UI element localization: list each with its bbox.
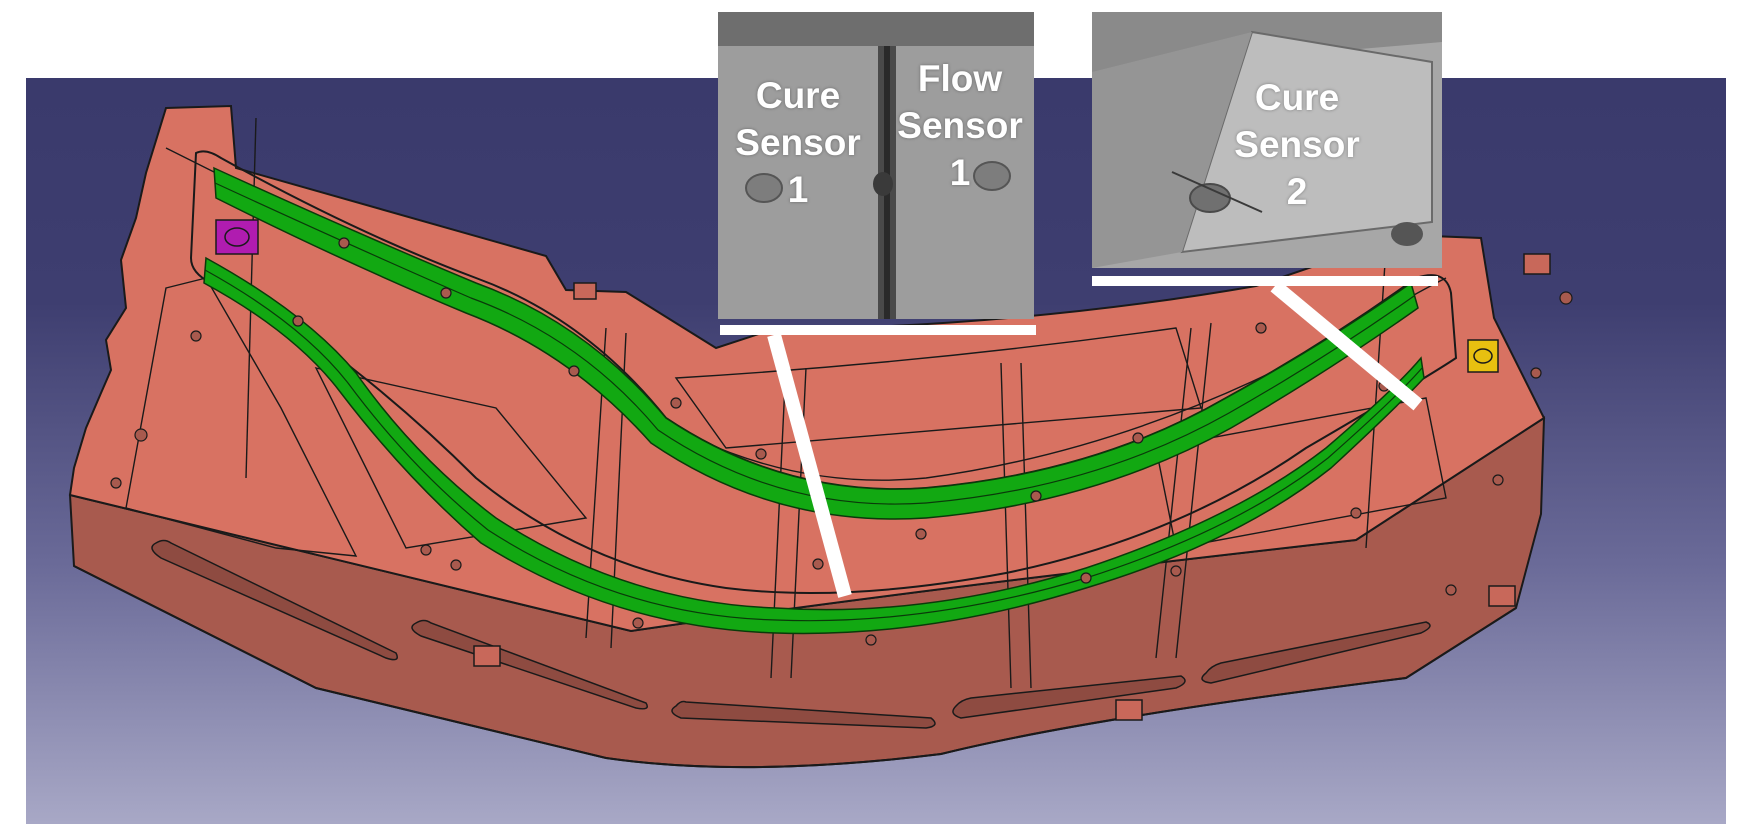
- seal-groove: [189, 150, 1458, 594]
- edge-lugs: [473, 253, 1551, 721]
- flow-sensor-1-label: Flow Sensor 1: [897, 58, 1023, 193]
- callout-bar-2: [1092, 276, 1438, 286]
- inlet-marker: [215, 219, 259, 255]
- channel-upper: [213, 166, 1419, 520]
- mounting-holes: [110, 237, 1573, 646]
- mold-front-lower-edge: [73, 565, 1517, 769]
- photo-surface: [718, 12, 1034, 319]
- channel-lower: [203, 256, 1425, 635]
- cure-sensor-2-label: Cure Sensor 2: [1234, 77, 1360, 212]
- callout-leader-1: [767, 333, 852, 598]
- callout-leaders: [767, 280, 1423, 598]
- inlet-port-icon: [224, 227, 250, 247]
- outlet-marker: [1467, 339, 1499, 373]
- inset-photo-sensor-2: Cure Sensor 2: [1092, 12, 1442, 268]
- mold-tool-model: [68, 104, 1573, 769]
- front-slots: [151, 539, 1431, 729]
- callout-bar-1: [720, 325, 1036, 335]
- callout-leader-2: [1270, 280, 1423, 411]
- inset-photo-sensors-1: Cure Sensor 1 Flow Sensor 1: [718, 12, 1034, 319]
- cure-sensor-1-label: Cure Sensor 1: [735, 75, 861, 210]
- photo-surface: [1092, 12, 1442, 268]
- outlet-port-icon: [1473, 348, 1493, 364]
